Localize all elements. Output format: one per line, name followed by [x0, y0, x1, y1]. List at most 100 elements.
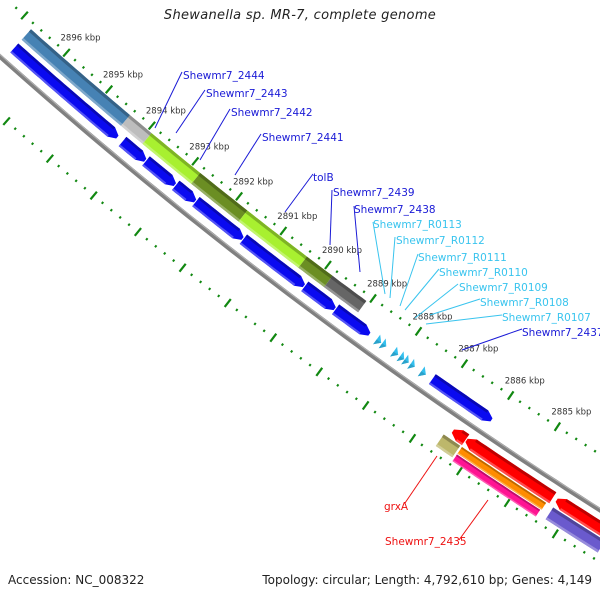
gene-label-shewmr7_2443[interactable]: Shewmr7_2443 [175, 88, 288, 134]
feature-shade-dark [127, 115, 152, 136]
feature-body [118, 136, 147, 162]
feature-trna[interactable] [401, 354, 409, 365]
feature-arrow-fwd[interactable] [10, 43, 119, 139]
minor-tick [81, 65, 86, 70]
gene-name: Shewmr7_R0110 [439, 267, 528, 279]
accession-text: Accession: NC_008322 [8, 573, 145, 587]
gene-label-shewmr7_2444[interactable]: Shewmr7_2444 [154, 70, 265, 129]
gene-label-shewmr7_2437[interactable]: Shewmr7_2437 [461, 327, 600, 351]
gene-label-shewmr7_r0111[interactable]: Shewmr7_R0111 [399, 252, 507, 307]
gene-name: Shewmr7_2442 [231, 107, 313, 119]
feature-trna[interactable] [407, 358, 415, 369]
gene-label-grxa[interactable]: grxA [384, 455, 438, 513]
gene-label-shewmr7_2435[interactable]: Shewmr7_2435 [385, 499, 489, 548]
feature-shade-dark [330, 275, 367, 304]
minor-tick [563, 538, 567, 542]
feature-shade-dark [441, 434, 461, 449]
minor-tick [373, 410, 377, 414]
feature-shade-light [332, 312, 361, 335]
feature-body [121, 115, 152, 144]
minor-tick [280, 343, 284, 347]
gene-label-shewmr7_r0109[interactable]: Shewmr7_R0109 [414, 282, 548, 319]
feature-arrow-fwd[interactable] [172, 180, 197, 203]
feature-shade-dark [551, 507, 600, 542]
gene-label-shewmr7_2441[interactable]: Shewmr7_2441 [234, 132, 344, 176]
feature-body [332, 304, 371, 336]
minor-tick [336, 383, 340, 387]
gene-name: Shewmr7_R0109 [459, 282, 548, 294]
feature-box[interactable] [191, 173, 248, 222]
feature-box[interactable] [21, 29, 131, 126]
minor-tick [467, 475, 471, 479]
kbp-label: 2893 kbp [189, 142, 229, 152]
major-tick [147, 121, 156, 131]
minor-tick [490, 381, 494, 385]
leader-line [414, 283, 459, 319]
gene-name: grxA [384, 501, 409, 513]
feature-shade-dark [305, 256, 333, 279]
feature-box[interactable] [142, 133, 201, 184]
gene-name: Shewmr7_R0107 [502, 312, 591, 324]
feature-box[interactable] [121, 115, 152, 144]
feature-shade-light [455, 439, 464, 446]
minor-tick [472, 368, 476, 372]
gene-label-shewmr7_2438[interactable]: Shewmr7_2438 [353, 204, 436, 273]
feature-arrow-rev[interactable] [555, 498, 600, 540]
feature-box[interactable] [545, 507, 600, 553]
gene-label-shewmr7_2439[interactable]: Shewmr7_2439 [329, 187, 415, 246]
feature-shade-light [142, 164, 167, 185]
gene-label-shewmr7_r0113[interactable]: Shewmr7_R0113 [372, 219, 462, 295]
feature-trna[interactable] [373, 334, 382, 345]
gene-label-shewmr7_r0107[interactable]: Shewmr7_R0107 [425, 312, 591, 325]
minor-tick [317, 256, 321, 260]
feature-box[interactable] [324, 275, 367, 313]
feature-trna[interactable] [390, 346, 399, 357]
minor-tick [211, 173, 215, 177]
feature-arrow-fwd[interactable] [428, 374, 493, 422]
feature-shade-light [21, 37, 123, 126]
minor-tick [109, 208, 113, 212]
feature-arrow-rev[interactable] [451, 429, 470, 446]
backbone-highlight [0, 53, 600, 509]
feature-box[interactable] [435, 434, 461, 458]
major-tick [315, 367, 324, 377]
feature-box[interactable] [238, 210, 307, 268]
feature-shade-light [435, 444, 454, 458]
feature-arrow-fwd[interactable] [332, 304, 371, 336]
features [10, 29, 600, 553]
minor-tick [429, 449, 433, 453]
major-tick [279, 226, 288, 236]
minor-tick [335, 270, 339, 274]
gene-label-shewmr7_2442[interactable]: Shewmr7_2442 [199, 107, 313, 161]
gene-label-shewmr7_r0108[interactable]: Shewmr7_R0108 [429, 297, 569, 316]
feature-arrow-fwd[interactable] [142, 156, 176, 186]
feature-box[interactable] [452, 454, 541, 517]
feature-box[interactable] [457, 447, 547, 510]
feature-shade-dark [245, 210, 307, 260]
feature-trna[interactable] [378, 338, 387, 349]
feature-arrow-fwd[interactable] [301, 281, 336, 311]
feature-box[interactable] [298, 256, 333, 288]
gene-label-tolb[interactable]: tolB [284, 172, 334, 213]
trna-shade [407, 363, 415, 369]
feature-shade-light [239, 242, 296, 286]
feature-arrow-fwd[interactable] [118, 136, 147, 162]
feature-arrow-fwd[interactable] [239, 234, 305, 288]
gene-name: Shewmr7_2438 [354, 204, 436, 216]
feature-shade-dark [124, 136, 143, 153]
feature-body [457, 447, 547, 510]
feature-shade-dark [337, 304, 367, 327]
minor-tick [163, 251, 167, 256]
feature-trna[interactable] [396, 351, 405, 362]
feature-body [191, 173, 248, 222]
feature-arrow-rev[interactable] [465, 438, 557, 504]
gene-label-shewmr7_r0110[interactable]: Shewmr7_R0110 [404, 267, 528, 311]
minor-tick [448, 462, 452, 466]
minor-tick [592, 556, 596, 560]
gene-label-shewmr7_r0112[interactable]: Shewmr7_R0112 [389, 235, 485, 299]
feature-trna[interactable] [417, 366, 426, 377]
minor-tick [582, 550, 586, 554]
feature-arrow-fwd[interactable] [192, 197, 244, 240]
minor-tick [124, 102, 128, 106]
minor-tick [48, 36, 52, 40]
